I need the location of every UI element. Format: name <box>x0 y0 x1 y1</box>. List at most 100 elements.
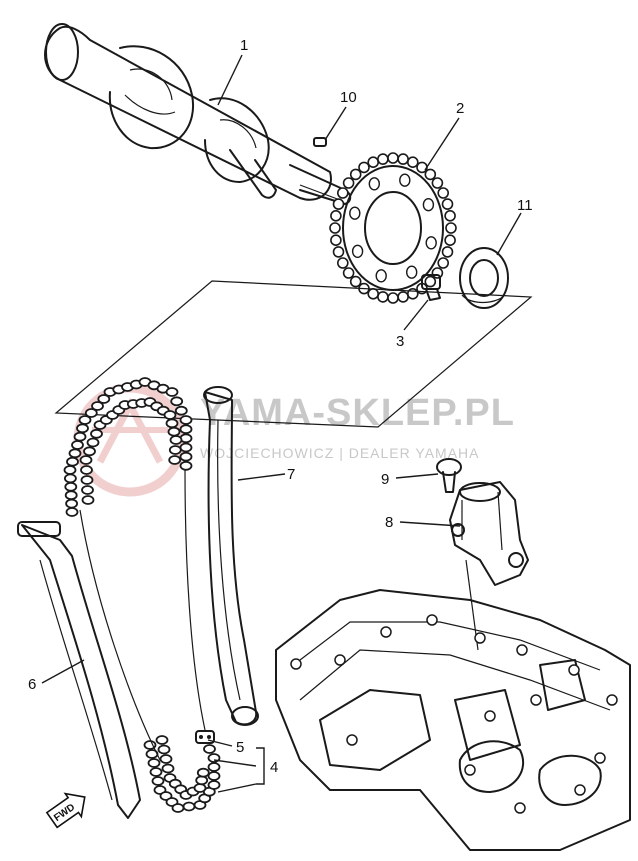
chain-link <box>168 445 182 455</box>
leader-lines <box>41 54 522 793</box>
chain-link <box>71 440 84 450</box>
chain-link <box>90 428 103 439</box>
chain-link <box>182 801 196 812</box>
chain-link <box>170 396 184 407</box>
callout-11: 11 <box>517 197 533 214</box>
callout-6: 6 <box>28 676 36 693</box>
sprocket-tooth <box>358 161 370 174</box>
chain-link <box>81 485 94 495</box>
chain-link <box>147 758 161 768</box>
chain-link <box>174 405 188 416</box>
sprocket-tooth <box>349 275 362 288</box>
chain-link <box>179 424 193 435</box>
sprocket-tooth <box>416 161 428 174</box>
reference-plane <box>54 280 533 428</box>
sprocket-tooth <box>431 267 444 279</box>
sprocket-lightening-hole <box>422 198 435 212</box>
head-bolt-boss <box>464 764 476 776</box>
head-bolt-boss <box>568 664 580 676</box>
chain-guide-front <box>17 521 141 819</box>
callout-9: 9 <box>381 471 389 488</box>
oil-seal <box>459 247 509 309</box>
sprocket-lightening-hole <box>351 244 364 258</box>
sprocket-tooth <box>336 257 349 269</box>
head-bolt-boss <box>484 710 496 722</box>
callout-1: 1 <box>240 37 248 54</box>
chain-link <box>64 490 78 501</box>
callout-10: 10 <box>340 89 357 106</box>
chain-link <box>80 465 93 475</box>
chain-link <box>143 740 157 750</box>
dowel-pin <box>313 137 327 147</box>
watermark-title: YAMA-SKLEP.PL <box>200 392 515 434</box>
head-bolt-boss <box>290 658 302 670</box>
chain-link <box>179 451 193 462</box>
chain-link <box>195 775 209 786</box>
callout-3: 3 <box>396 333 404 350</box>
chain-joint <box>195 730 215 744</box>
chain-link <box>171 803 185 813</box>
sprocket-lightening-hole <box>425 236 437 250</box>
head-bolt-boss <box>474 632 486 644</box>
sprocket-tooth <box>329 222 341 234</box>
head-bolt-boss <box>516 644 528 656</box>
head-bolt-boss <box>606 694 618 706</box>
callout-4: 4 <box>270 759 278 776</box>
sprocket-tooth <box>332 246 345 258</box>
chain-link <box>63 465 77 475</box>
chain-link <box>179 442 193 453</box>
camshaft <box>44 23 352 205</box>
chain-link <box>157 744 171 755</box>
sprocket-tooth <box>332 198 345 210</box>
sprocket-tooth <box>367 156 380 168</box>
chain-link <box>207 762 221 772</box>
sprocket-tooth <box>437 257 450 269</box>
chain-link <box>91 401 104 411</box>
head-bolt-boss <box>514 802 526 814</box>
chain-link <box>196 767 210 778</box>
callout-8: 8 <box>385 514 393 531</box>
sprocket-tooth <box>441 246 454 258</box>
sprocket-tooth <box>387 152 399 164</box>
sprocket-tooth <box>441 198 454 210</box>
chain-link <box>179 415 193 425</box>
chain-link <box>155 735 169 745</box>
chain-guide-rear <box>203 386 259 726</box>
chain-link <box>97 394 111 404</box>
watermark-subtitle: WOJCIECHOWICZ | DEALER YAMAHA <box>200 445 479 461</box>
sprocket-tooth <box>377 153 389 165</box>
chain-link <box>159 754 173 764</box>
sprocket-tooth <box>397 291 409 303</box>
chain-link <box>66 456 79 467</box>
head-bolt-boss <box>574 784 586 796</box>
callout-2: 2 <box>456 100 464 117</box>
sprocket-lightening-hole <box>399 173 411 187</box>
chain-link <box>168 455 182 465</box>
chain-link <box>169 435 183 445</box>
sprocket-lightening-hole <box>406 265 418 279</box>
sprocket-tooth <box>431 177 444 189</box>
callout-7: 7 <box>287 466 295 483</box>
cam-sprocket <box>329 152 457 304</box>
head-bolt-boss <box>426 614 438 626</box>
sprocket-tooth <box>406 156 419 168</box>
chain-link <box>78 415 92 425</box>
sprocket-tooth <box>387 292 399 304</box>
timing-chain <box>63 377 221 813</box>
chain-tensioner <box>449 481 529 651</box>
sprocket-bolt <box>421 274 441 301</box>
chain-link <box>167 426 181 437</box>
sprocket-tooth <box>342 177 355 189</box>
head-bolt-boss <box>346 734 358 746</box>
timing-chain-strand <box>79 509 161 761</box>
fwd-arrow-icon: FWD <box>45 792 86 829</box>
sprocket-tooth <box>397 153 409 165</box>
sprocket-tooth <box>367 288 380 300</box>
sprocket-tooth <box>342 267 355 279</box>
chain-link <box>86 437 100 448</box>
chain-link <box>76 423 89 434</box>
head-bolt-boss <box>594 752 606 764</box>
sprocket-tooth <box>424 168 437 181</box>
chain-link <box>151 776 165 786</box>
